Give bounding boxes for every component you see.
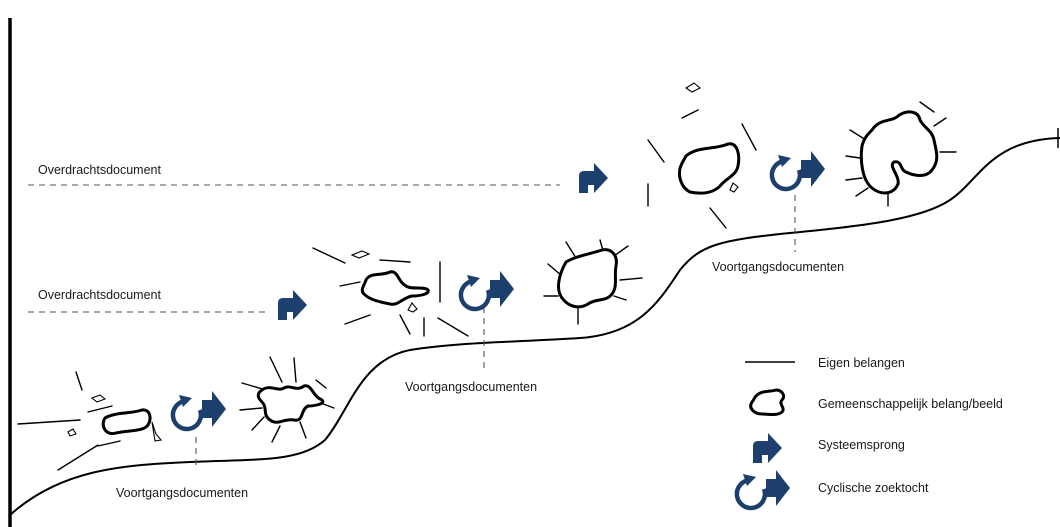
stage2-scattered-interests bbox=[312, 247, 469, 337]
progress-high-label: Voortgangsdocumenten bbox=[712, 260, 844, 274]
handover-mid-label: Overdrachtsdocument bbox=[38, 288, 162, 302]
cyclic-search-icon bbox=[737, 470, 790, 508]
legend-label-system-jump: Systeemsprong bbox=[818, 438, 905, 452]
stage3-converging-interests bbox=[845, 101, 957, 207]
stage1-cyclic-icon bbox=[173, 391, 226, 429]
stage3-fragmented-blob bbox=[678, 142, 741, 195]
stage3-formed-blob bbox=[859, 110, 939, 195]
growth-curve bbox=[9, 137, 1060, 516]
legend-label-own-interests: Eigen belangen bbox=[818, 356, 905, 370]
stage2-fragmented-blob bbox=[360, 270, 430, 306]
blob-icon bbox=[749, 388, 786, 416]
handover-top-label: Overdrachtsdocument bbox=[38, 163, 162, 177]
progress-mid-label: Voortgangsdocumenten bbox=[405, 380, 537, 394]
stage1-forming-blob bbox=[256, 384, 325, 424]
stage3-cyclic-icon bbox=[772, 151, 825, 189]
progress-low-label: Voortgangsdocumenten bbox=[116, 486, 248, 500]
system-jump-arrow-icon bbox=[753, 433, 782, 463]
stage1-converging-interests bbox=[239, 356, 335, 443]
stage3-scattered-interests bbox=[647, 82, 757, 229]
stage2-forming-blob bbox=[557, 248, 618, 309]
stage2-cyclic-icon bbox=[461, 271, 514, 309]
stage2-system-jump-icon bbox=[278, 290, 307, 320]
legend-label-cyclic-search: Cyclische zoektocht bbox=[818, 481, 929, 495]
stage1-scattered-interests bbox=[17, 371, 163, 471]
legend-label-common-interest: Gemeenschappelijk belang/beeld bbox=[818, 397, 1003, 411]
stage3-system-jump-icon bbox=[579, 163, 608, 193]
legend: Eigen belangen Gemeenschappelijk belang/… bbox=[737, 356, 1003, 508]
stage1-fragmented-blob bbox=[101, 408, 152, 436]
